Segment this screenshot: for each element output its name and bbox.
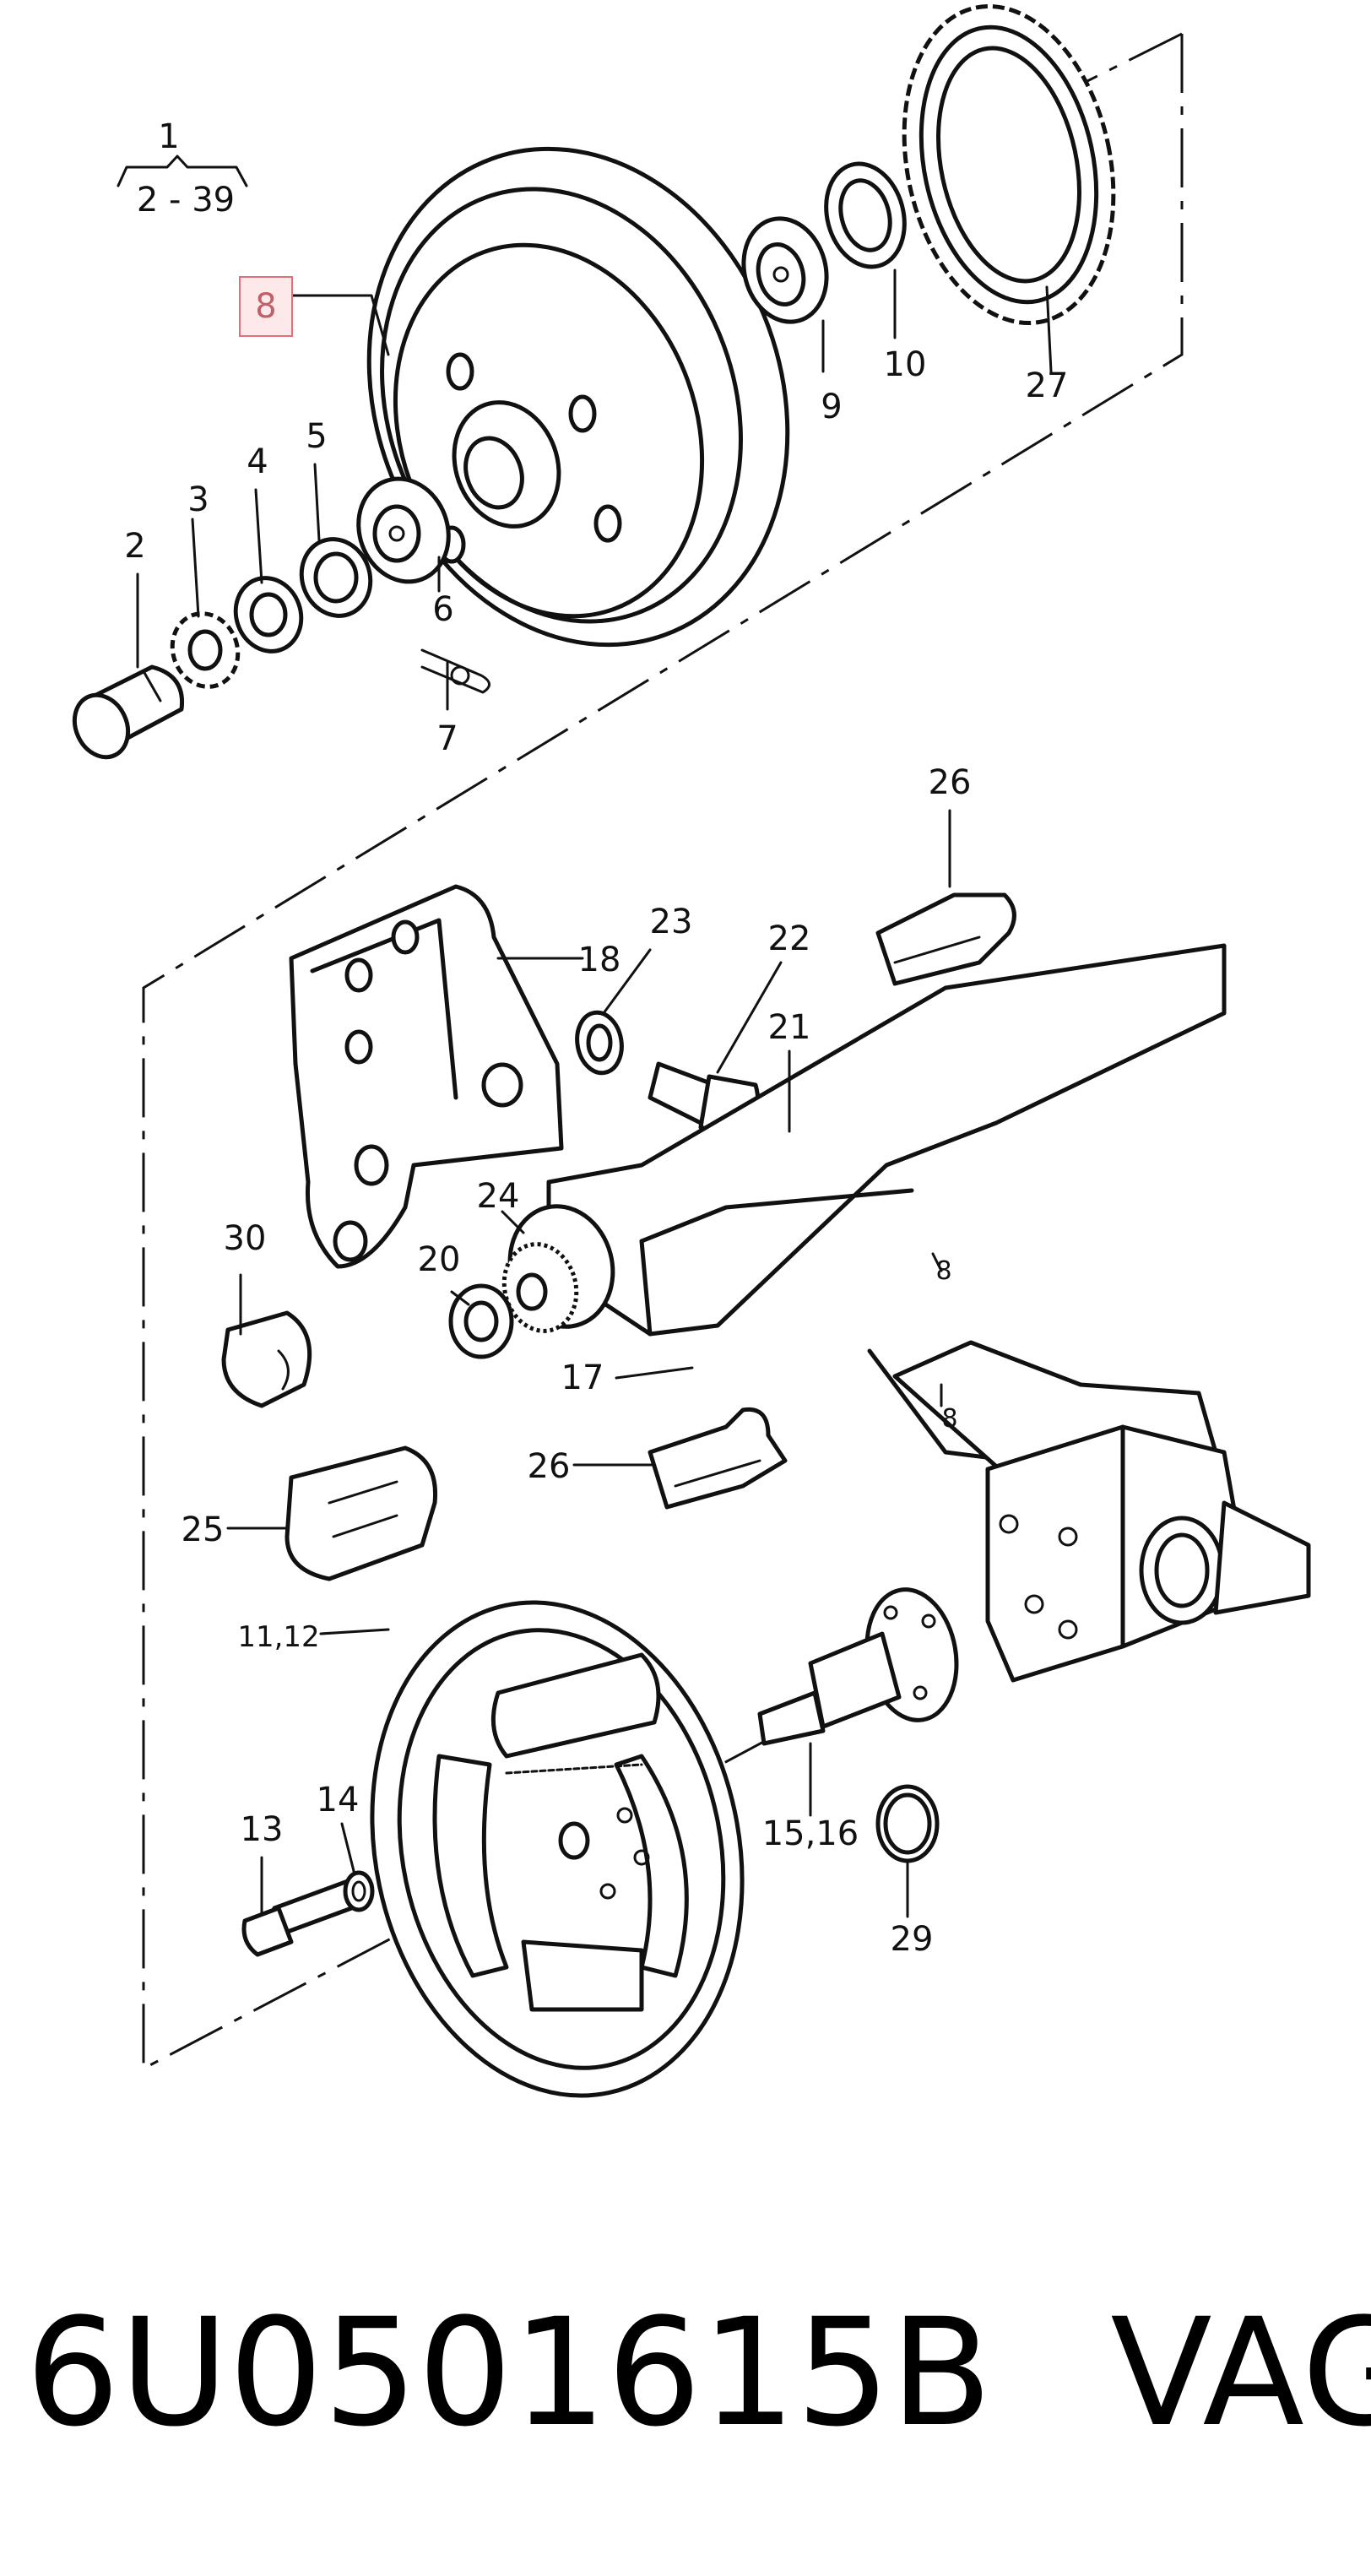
brake-backing-plate	[370, 1600, 745, 2098]
brake-drum	[366, 146, 790, 648]
callout-7: 7	[436, 719, 458, 758]
callout-21: 21	[768, 1008, 811, 1047]
cotter-pin	[420, 648, 490, 694]
callout-labels: 8 2 3 4 5 6 7 9 10 27 26 23 22 18 21 30 …	[124, 276, 1069, 1959]
brand-name: VAG	[1110, 2286, 1371, 2459]
connection-marker-upper: 8	[935, 1256, 951, 1286]
callout-11-12: 11,12	[237, 1620, 319, 1654]
connection-marker-lower: 8	[941, 1404, 957, 1434]
group-range-label: 2 - 39	[137, 181, 235, 220]
callout-30: 30	[224, 1219, 267, 1258]
hub-cap	[72, 664, 185, 760]
highlight-box-8	[239, 276, 293, 337]
callout-27: 27	[1026, 366, 1069, 405]
stub-axle-mount	[985, 1424, 1311, 1683]
callout-4: 4	[247, 442, 268, 481]
stub-axle	[757, 1587, 959, 1746]
callout-13: 13	[241, 1810, 284, 1849]
mounting-bracket	[289, 884, 564, 1269]
callout-2: 2	[124, 527, 145, 566]
callout-26-top: 26	[929, 763, 972, 802]
seal-ring-29	[875, 1784, 940, 1863]
callout-25: 25	[182, 1510, 225, 1549]
callout-20: 20	[418, 1240, 461, 1279]
part-number: 6U0501615B	[25, 2286, 993, 2459]
callout-9: 9	[821, 388, 842, 426]
callout-24: 24	[477, 1177, 520, 1216]
callout-29: 29	[891, 1920, 934, 1959]
washer-23	[575, 1010, 624, 1076]
axle-bushing-24	[501, 1204, 615, 1333]
clip-25	[284, 1445, 438, 1581]
callout-15-16: 15,16	[762, 1814, 859, 1853]
group-label: 1	[158, 117, 179, 156]
callout-6: 6	[432, 590, 453, 629]
leader-lines	[136, 268, 1053, 1918]
callout-18: 18	[578, 941, 621, 979]
inner-bearing	[356, 476, 451, 584]
clip-26-top	[875, 892, 1016, 986]
axle-nut	[233, 576, 304, 653]
outer-bearing	[741, 216, 829, 324]
group-bracket	[117, 155, 248, 187]
group-header: 1 2 - 39	[117, 117, 248, 220]
castle-nut-lock	[170, 611, 241, 689]
clip-30	[221, 1310, 312, 1408]
callout-23: 23	[650, 903, 693, 941]
callout-14: 14	[317, 1781, 360, 1819]
callout-5: 5	[306, 417, 327, 456]
grease-seal	[824, 161, 907, 269]
abs-sensor-ring	[902, 3, 1116, 326]
callout-17: 17	[561, 1359, 604, 1397]
callout-8: 8	[255, 287, 276, 326]
callout-22: 22	[768, 919, 811, 958]
callout-26-bottom: 26	[528, 1447, 571, 1486]
spring-washer-14	[343, 1870, 375, 1912]
thrust-washer	[299, 537, 373, 618]
callout-10: 10	[884, 345, 927, 384]
clip-26-bottom	[648, 1407, 788, 1510]
callout-3: 3	[187, 480, 209, 519]
backing-plate-bolt-13	[241, 1876, 366, 1957]
part-number-footer: 6U0501615B VAG	[25, 2280, 1371, 2465]
